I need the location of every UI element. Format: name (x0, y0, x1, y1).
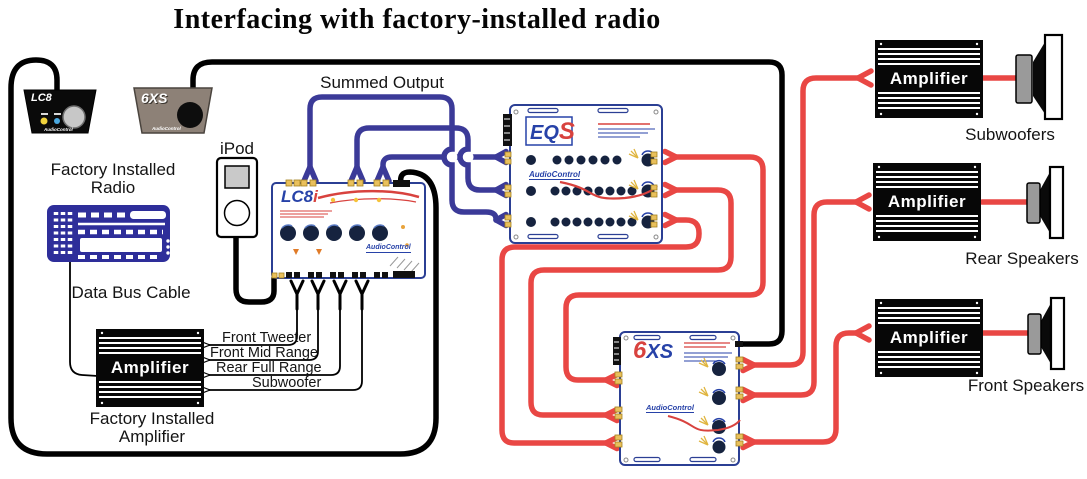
eqs-to-6xs-cable-3 (499, 217, 702, 446)
6xs-remote-graphic (133, 87, 213, 134)
6xs-remote-brand: AudioControl (152, 126, 181, 131)
summed-cable-1 (307, 94, 499, 223)
factory-amp-label-line2: Amplifier (118, 427, 186, 446)
ipod-label: iPod (219, 139, 255, 158)
lc8-remote-graphic (23, 89, 97, 134)
lc8-remote-brand: AudioControl (44, 127, 73, 132)
eqs-to-6xs-cable-1 (563, 154, 766, 383)
summed-output-label: Summed Output (320, 73, 444, 92)
lc8i-device-graphic (271, 179, 426, 279)
6xs-remote-logo: 6XS (141, 90, 168, 106)
6xs-to-sub-amp-cable (751, 75, 861, 368)
6xs-device-graphic (613, 331, 744, 466)
amp-rear-text: Amplifier (887, 192, 967, 211)
data-bus-label: Data Bus Cable (71, 283, 191, 302)
6xs-to-rear-amp-cable (751, 199, 859, 398)
6xs-to-front-amp-cable (751, 330, 859, 445)
6xs-logo-main: XS (646, 341, 674, 363)
factory-radio-label-line1: Factory Installed (50, 160, 176, 179)
eqs-logo: EQS (530, 120, 575, 144)
6xs-brand: AudioControl (646, 403, 694, 413)
speaker-label-front: Front Speakers (967, 376, 1085, 395)
eqs-device-graphic (503, 104, 663, 244)
speaker-label-subwoofers: Subwoofers (965, 125, 1055, 144)
ipod-graphic (215, 156, 259, 239)
summed-cable-2 (354, 125, 499, 193)
lc8-remote-logo: LC8 (31, 92, 52, 104)
wire-hop-gaps (446, 151, 474, 163)
amp-subwoofers-text: Amplifier (889, 69, 969, 88)
data-bus-wire (69, 262, 99, 377)
amp-front-text: Amplifier (889, 328, 969, 347)
channel-wire-rear-full (209, 308, 341, 376)
eqs-logo-suffix: S (558, 118, 575, 145)
amp-factory-text: Amplifier (110, 358, 190, 377)
speaker-label-rear: Rear Speakers (965, 249, 1079, 268)
eqs-brand: AudioControl (529, 170, 581, 180)
lc8i-logo-suffix: i (313, 187, 318, 206)
lc8i-logo-main: LC8 (281, 187, 314, 206)
6xs-logo: 6XS (633, 339, 673, 363)
lc8-remote-cable (8, 57, 439, 457)
ipod-cable (233, 232, 277, 305)
factory-radio-graphic (47, 205, 170, 262)
lc8i-logo: LC8i (281, 188, 318, 205)
channel-wire-subwoofer (209, 308, 363, 391)
diagram-title: Interfacing with factory-installed radio (173, 4, 661, 35)
lc8i-brand: AudioControl (366, 244, 411, 253)
factory-amp-label-line1: Factory Installed (89, 409, 215, 428)
factory-amp-label: Factory Installed Amplifier (90, 410, 215, 446)
rear-speaker-graphic (1026, 165, 1065, 240)
channel-wire-front-mid (209, 308, 319, 361)
factory-radio-label-line2: Radio (90, 178, 136, 197)
6xs-logo-prefix: 6 (633, 337, 647, 364)
eqs-to-6xs-cable-2 (528, 187, 734, 418)
channel-label-rear-full: Rear Full Range (216, 360, 322, 376)
6xs-remote-cable (190, 59, 785, 347)
lc8i-speaker-input-forks (289, 279, 370, 311)
front-speaker-graphic (1027, 296, 1066, 371)
channel-label-front-tweeter: Front Tweeter (222, 330, 312, 346)
channel-wire-front-tweeter (209, 308, 298, 346)
factory-radio-label: Factory Installed Radio (51, 161, 176, 197)
subwoofer-speaker-graphic (1015, 33, 1064, 121)
channel-label-front-mid: Front Mid Range (210, 345, 318, 361)
summed-cable-3 (380, 154, 499, 170)
channel-label-subwoofer: Subwoofer (252, 375, 322, 391)
eqs-logo-main: EQ (530, 122, 559, 144)
